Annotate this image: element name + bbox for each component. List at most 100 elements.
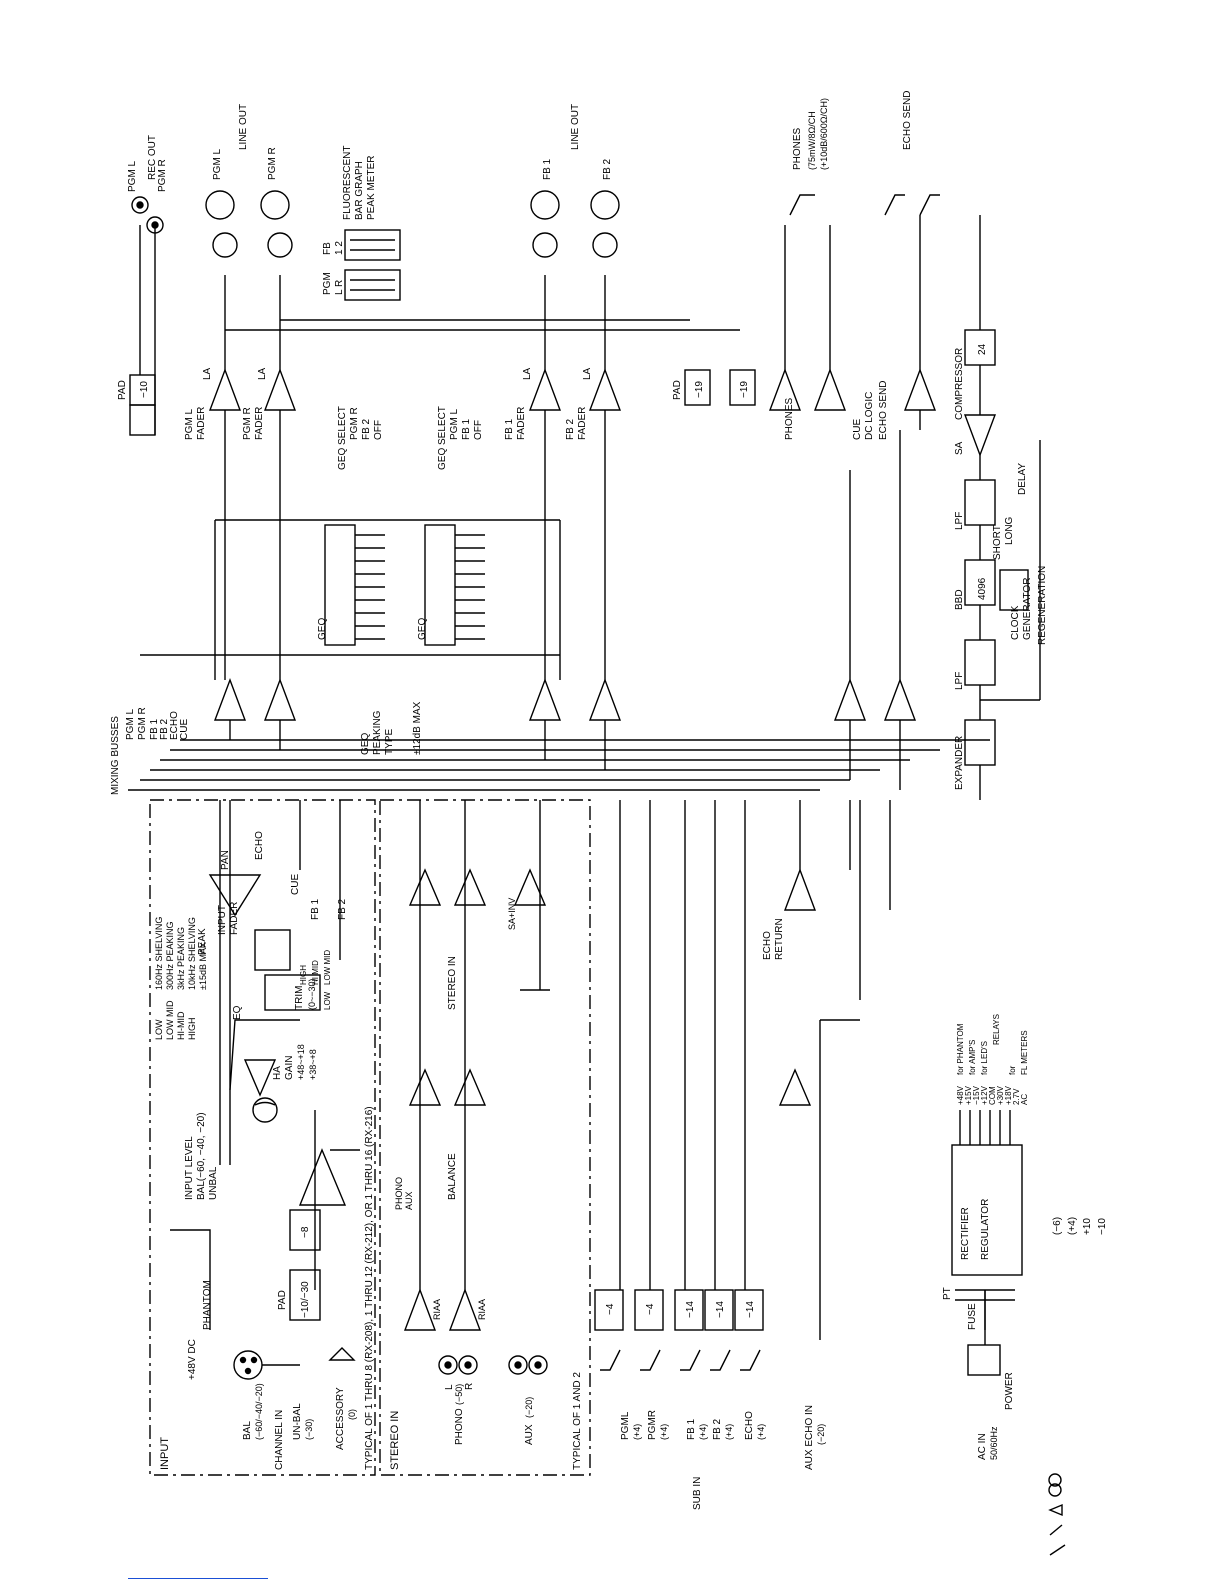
echo-label: ECHO xyxy=(254,831,265,860)
la-pgm-r: LA xyxy=(257,367,268,380)
rail-9: AC xyxy=(1020,1094,1029,1105)
aux-echo-return xyxy=(778,800,891,1340)
eq-band-lowmid: LOW MID xyxy=(165,1000,175,1040)
geq-select-1-c: OFF xyxy=(373,420,384,440)
riaa-label-r: RIAA xyxy=(477,1299,487,1320)
rail-1: +48V xyxy=(956,1085,965,1105)
bal-level: (−60/−40/−20) xyxy=(254,1383,264,1440)
geq-select-1-a: PGM R xyxy=(349,407,360,440)
geq-note-2: PEAKING xyxy=(372,710,383,755)
geq-select-2-title: GEQ SELECT xyxy=(437,406,448,470)
ac-in-1: AC IN xyxy=(977,1433,988,1460)
eq-label: EQ xyxy=(232,1005,243,1020)
rail-use-3: for LED'S xyxy=(980,1041,989,1075)
geq-select-2-b: FB 1 xyxy=(461,418,472,440)
rail-3: −15V xyxy=(972,1085,981,1105)
echo-send-out: ECHO SEND xyxy=(902,91,913,150)
clock-1: CLOCK xyxy=(1010,605,1021,640)
power-label: POWER xyxy=(1004,1372,1015,1410)
bbd-label: BBD xyxy=(954,589,965,610)
geq-select-1-title: GEQ SELECT xyxy=(337,406,348,470)
long-label: LONG xyxy=(1004,516,1015,545)
meter-pgm-lr: L R xyxy=(334,280,345,295)
line-out-label-2: LINE OUT xyxy=(570,104,581,150)
phantom-dc-label: +48V DC xyxy=(187,1339,198,1380)
stereo-input xyxy=(403,800,550,1375)
echo-return-2: RETURN xyxy=(774,918,785,960)
pgm-r-fader-1: PGM R xyxy=(242,407,253,440)
input-fader-2: FADER xyxy=(229,902,240,935)
accessory-level: (0) xyxy=(347,1409,357,1420)
stereo-sa-inv: SA+INV xyxy=(507,898,517,930)
eq-spec-1: 160Hz SHELVING xyxy=(154,917,164,990)
rectifier-label: RECTIFIER xyxy=(960,1207,971,1260)
sub-in-echo-level: (+4) xyxy=(756,1424,766,1440)
sub-in-fb1-level: (+4) xyxy=(698,1424,708,1440)
delay-label: DELAY xyxy=(1017,463,1028,495)
meter-pgm: PGM xyxy=(322,272,333,295)
sub-in-fb1: FB 1 xyxy=(686,1418,697,1440)
output-connectors xyxy=(131,190,940,258)
echo-chain xyxy=(963,215,1041,800)
trim-range: (0~−30) xyxy=(307,978,317,1010)
sub-pad-4: −14 xyxy=(715,1301,726,1318)
bbd-value: 4096 xyxy=(977,577,988,600)
sa-label: SA xyxy=(954,441,965,455)
eq-band-himid: HI-MID xyxy=(176,1011,186,1040)
input-channel xyxy=(170,800,360,1380)
geq-select-2-a: PGM L xyxy=(449,408,460,440)
aux-label: AUX xyxy=(524,1424,535,1445)
peak-label: PEAK xyxy=(197,928,208,955)
pgm-r-fader-2: FADER xyxy=(254,407,265,440)
footer-link-underline[interactable] xyxy=(128,1578,268,1579)
legend-1: (−6) xyxy=(1052,1217,1063,1235)
sub-pad-5: −14 xyxy=(745,1301,756,1318)
ha-gain-1: HA xyxy=(272,1066,283,1080)
bus-fb1: FB 1 xyxy=(149,718,160,740)
fb2-send-label: FB 2 xyxy=(337,898,348,920)
input-section-frame xyxy=(149,799,591,1476)
sub-pad-3: −14 xyxy=(685,1301,696,1318)
geq-label-1: GEQ xyxy=(317,618,328,640)
phones-out-1: PHONES xyxy=(792,127,803,170)
sub-inputs xyxy=(594,800,764,1371)
aux-level: (−20) xyxy=(524,1397,534,1418)
eq-knob-high: HIGH xyxy=(299,965,308,985)
rec-pad-value: −10 xyxy=(139,381,150,398)
phantom-label: PHANTOM xyxy=(202,1280,213,1330)
fb1-fader-1: FB 1 xyxy=(504,418,515,440)
pad2-value: −8 xyxy=(300,1226,311,1238)
la-fb1: LA xyxy=(522,367,533,380)
meter-fb-12: 1 2 xyxy=(334,241,345,255)
input-level-3: UNBAL xyxy=(208,1166,219,1200)
phones-pad-value-2: −19 xyxy=(739,381,750,398)
legend-symbols xyxy=(1048,1473,1066,1556)
expander-label: EXPANDER xyxy=(954,736,965,790)
rail-use-6: FL METERS xyxy=(1020,1030,1029,1075)
mixing-busses-label: MIXING BUSSES xyxy=(110,716,121,795)
lpf-label-2: LPF xyxy=(954,512,965,530)
pad-label: PAD xyxy=(277,1290,288,1310)
sub-in-pgmr-level: (+4) xyxy=(659,1424,669,1440)
typical-stereo-note: TYPICAL OF 1 AND 2 xyxy=(572,1372,583,1470)
input-level-2: BAL(−60, −40, −20) xyxy=(196,1112,207,1200)
line-out-fb2: FB 2 xyxy=(602,158,613,180)
fuse-label: FUSE xyxy=(967,1303,978,1330)
sub-pad-1: −4 xyxy=(605,1303,616,1315)
sub-in-pgml-level: (+4) xyxy=(632,1424,642,1440)
legend-4: −10 xyxy=(1097,1218,1108,1235)
compressor-pad: 24 xyxy=(977,343,988,355)
bal-label: BAL xyxy=(242,1421,253,1440)
lpf-label-1: LPF xyxy=(954,672,965,690)
channel-in-label: CHANNEL IN xyxy=(274,1410,285,1470)
phono-level: (−50) xyxy=(454,1384,464,1405)
master-section xyxy=(129,215,937,680)
echo-return-1: ECHO xyxy=(762,931,773,960)
rec-out-pgm-l: PGM L xyxy=(127,160,138,192)
sub-in-label: SUB IN xyxy=(692,1477,703,1510)
line-out-pgm-l: PGM L xyxy=(212,148,223,180)
fb1-send-label: FB 1 xyxy=(310,898,321,920)
aux-echo-in-label: AUX ECHO IN xyxy=(804,1405,815,1470)
geq-note-4: ±12dB MAX xyxy=(412,701,423,755)
clock-2: GENERATOR xyxy=(1022,578,1033,640)
